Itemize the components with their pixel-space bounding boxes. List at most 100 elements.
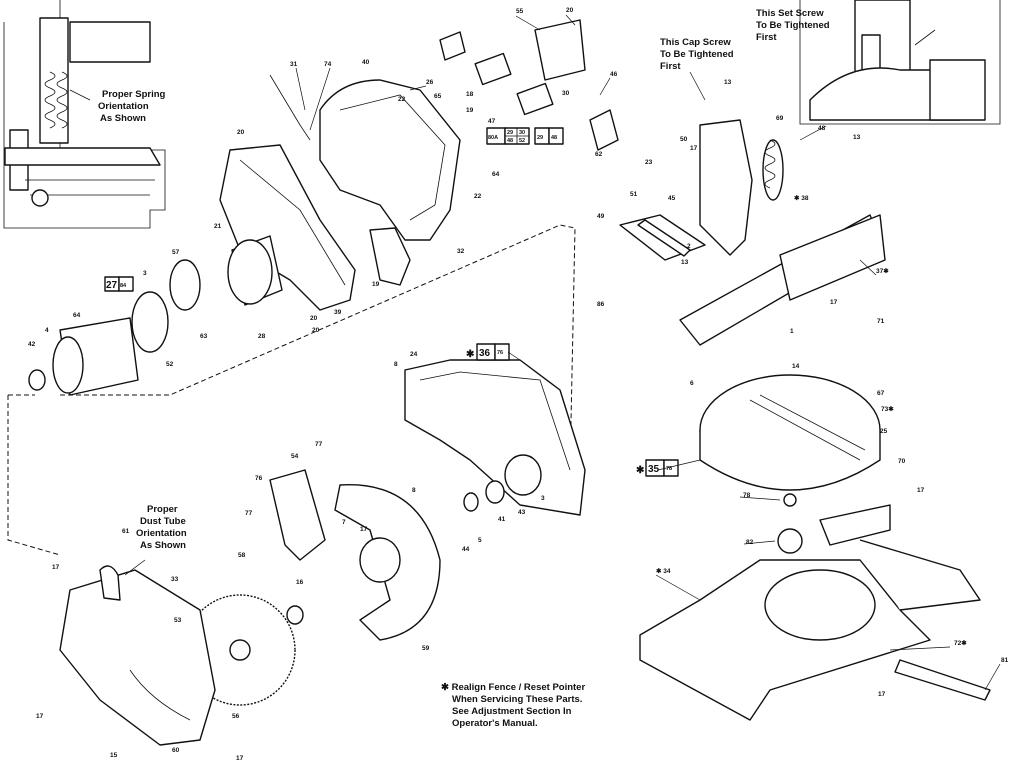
part-label: 57 <box>172 249 180 256</box>
part-label: 3 <box>541 495 545 502</box>
box-29-main: 29 <box>537 135 543 141</box>
part-label: 14 <box>792 363 800 370</box>
part-label: 31 <box>290 61 298 68</box>
motor-handle-assembly <box>7 19 619 556</box>
boxed-callout-80a: 80A 29 30 48 52 <box>486 127 530 145</box>
part-label: 18 <box>466 91 474 98</box>
part-label: 8 <box>394 361 398 368</box>
part-label: ✱ 38 <box>794 194 809 202</box>
boxed-callout-27: 27 84 <box>104 276 134 292</box>
realign-note-line2: When Servicing These Parts. <box>452 694 582 705</box>
part-label: 17 <box>917 487 925 494</box>
cap-screw-note: This Cap Screw To Be Tightened First <box>660 37 734 101</box>
dust-tube-note-line1: Proper <box>147 504 178 515</box>
spring-note-line2: Orientation <box>98 101 149 112</box>
dust-tube-note-line2: Dust Tube <box>140 516 186 527</box>
part-label: 7 <box>342 519 346 526</box>
part-label: 39 <box>334 309 342 316</box>
part-label: 1 <box>790 328 794 335</box>
set-screw-note-line3: First <box>756 32 777 43</box>
box-80a-main: 80A <box>488 135 498 141</box>
part-label: 45 <box>668 195 676 202</box>
part-label: 78 <box>743 492 751 499</box>
part-label: 56 <box>232 713 240 720</box>
part-label: 24 <box>410 351 418 358</box>
part-label: 61 <box>122 528 130 535</box>
spring-note-line1: Proper Spring <box>102 89 166 100</box>
part-label: 70 <box>898 458 906 465</box>
part-label: ✱ 34 <box>656 567 671 575</box>
part-label: 15 <box>110 752 118 759</box>
boxed-callout-29: 29 48 <box>534 127 564 145</box>
part-label: 32 <box>457 248 465 255</box>
realign-note-line1: ✱ Realign Fence / Reset Pointer <box>441 682 585 693</box>
box-35-main: 35 <box>648 464 660 475</box>
box-35-sub: 78 <box>666 466 672 472</box>
part-label: 60 <box>172 747 180 754</box>
box-27-main: 27 <box>106 280 118 291</box>
cap-screw-note-line1: This Cap Screw <box>660 37 731 48</box>
part-label: 81 <box>1001 657 1009 664</box>
box-80a-grid-0: 29 <box>507 130 513 136</box>
part-label: 2 <box>687 243 691 250</box>
part-label: 20 <box>310 315 318 322</box>
part-label: 17 <box>830 299 838 306</box>
part-label: 17 <box>878 691 886 698</box>
part-label: 55 <box>516 8 524 15</box>
part-label: 74 <box>324 61 332 68</box>
part-label: 54 <box>291 453 299 460</box>
box-29-sub: 48 <box>551 135 557 141</box>
part-label: 73✱ <box>881 405 894 413</box>
part-label: 28 <box>258 333 266 340</box>
part-label: 26 <box>426 79 434 86</box>
part-label: 19 <box>466 107 474 114</box>
cap-screw-note-line3: First <box>660 61 681 72</box>
part-label: 13 <box>681 259 689 266</box>
box-27-sub: 84 <box>120 283 127 289</box>
part-label: 64 <box>492 171 500 178</box>
part-label: 69 <box>776 115 784 122</box>
part-label: 3 <box>143 270 147 277</box>
set-screw-inset: This Set Screw To Be Tightened First <box>756 0 1001 125</box>
part-label: 58 <box>238 552 246 559</box>
cap-screw-note-line2: To Be Tightened <box>660 49 734 60</box>
part-label: 17 <box>236 755 244 762</box>
part-label: 51 <box>630 191 638 198</box>
part-label: 30 <box>562 90 570 97</box>
part-label: 59 <box>422 645 430 652</box>
dust-tube-note: Proper Dust Tube Orientation As Shown <box>124 504 187 576</box>
spring-coil <box>44 71 68 129</box>
boxed-callout-36: ✱ 36 76 <box>466 343 510 361</box>
part-label: 71 <box>877 318 885 325</box>
part-label: 72✱ <box>954 639 967 647</box>
part-label: 21 <box>214 223 222 230</box>
part-label: 8 <box>412 487 416 494</box>
part-label: 86 <box>597 301 605 308</box>
box-35-star: ✱ <box>636 465 645 476</box>
spring-orientation-inset: Proper Spring Orientation As Shown <box>3 0 166 229</box>
part-label: 43 <box>518 509 526 516</box>
part-label: 22 <box>474 193 482 200</box>
dust-tube-note-line4: As Shown <box>140 540 186 551</box>
part-label: 20 <box>237 129 245 136</box>
part-label: 17 <box>360 526 368 533</box>
part-label: 25 <box>880 428 888 435</box>
part-label: 37✱ <box>876 267 889 275</box>
table-base-assembly <box>619 119 991 721</box>
leader-lines <box>295 14 1001 691</box>
part-label: 42 <box>28 341 36 348</box>
part-label: 6 <box>690 380 694 387</box>
box-36-sub: 76 <box>497 350 503 356</box>
part-label: 82 <box>746 539 754 546</box>
part-label: 49 <box>597 213 605 220</box>
set-screw-note-line2: To Be Tightened <box>756 20 830 31</box>
box-80a-grid-3: 52 <box>519 138 525 144</box>
part-label: 67 <box>877 390 885 397</box>
part-label: 77 <box>245 510 253 517</box>
part-label: 4 <box>45 327 49 334</box>
realign-note: ✱ Realign Fence / Reset Pointer When Ser… <box>441 682 585 729</box>
part-label: 53 <box>174 617 182 624</box>
part-label: 20 <box>566 7 574 14</box>
blade-guard-assembly <box>59 359 586 746</box>
box-80a-grid-2: 48 <box>507 138 513 144</box>
